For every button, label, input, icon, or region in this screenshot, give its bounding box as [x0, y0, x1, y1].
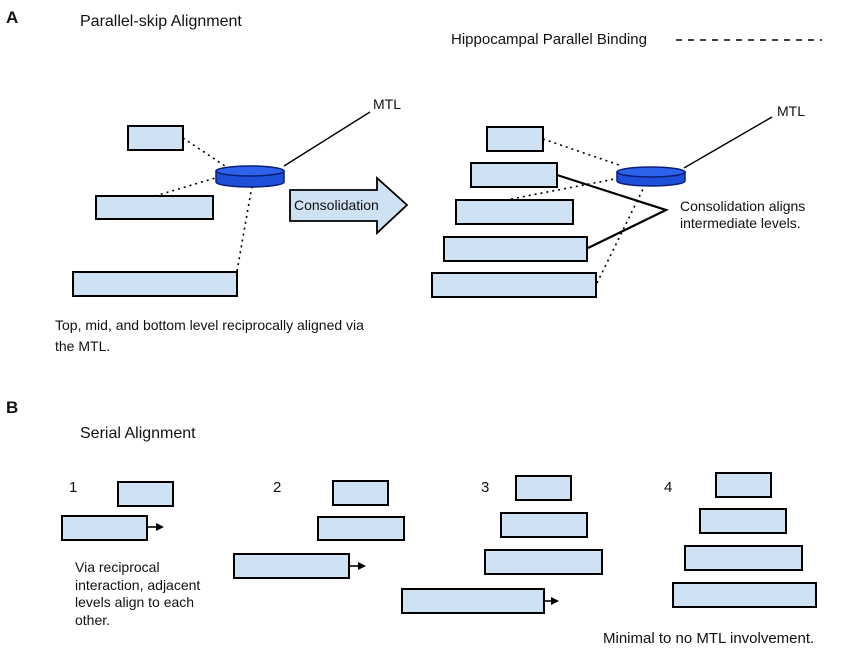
consolidation-bracket [556, 173, 669, 249]
binding-line-top [182, 137, 226, 167]
step2-bottom-block [233, 553, 350, 579]
level-4-block-consolidated [443, 236, 588, 262]
panel-a-caption-line2: the MTL. [55, 338, 111, 354]
binding-line-r3 [596, 184, 646, 284]
level-top-block [127, 125, 184, 151]
panel-a-left [154, 111, 371, 272]
panel-a-title: Parallel-skip Alignment [80, 13, 242, 30]
binding-line-mid [154, 175, 223, 197]
level-mid-block [95, 195, 214, 220]
panel-a-caption-line1: Top, mid, and bottom level reciprocally … [55, 317, 364, 333]
arrowhead-step1 [156, 523, 164, 531]
level-3-block-consolidated [455, 199, 574, 225]
step4-low-block [684, 545, 803, 571]
binding-line-bottom [236, 185, 253, 272]
mtl-label-right: MTL [777, 103, 805, 119]
step2-top-block [332, 480, 389, 506]
panel-a-right [510, 116, 773, 284]
arrowhead-step3 [551, 597, 559, 605]
level-5-block-consolidated [431, 272, 597, 298]
mtl-disk-left [215, 165, 285, 188]
consolidation-note-line1: Consolidation aligns [680, 198, 806, 214]
panel-a-letter: A [6, 8, 19, 27]
consolidation-note-line2: intermediate levels. [680, 215, 801, 231]
step4-mid-block [699, 508, 787, 534]
step4-top-block [715, 472, 772, 498]
binding-line-r1 [542, 138, 623, 167]
step-2-label: 2 [273, 479, 282, 496]
step3-low-block [484, 549, 603, 575]
serial-note-line3: levels align to each [75, 594, 195, 610]
step3-top-block [515, 475, 572, 501]
mtl-disk-right [616, 166, 686, 187]
step1-bottom-block [61, 515, 148, 541]
mtl-pointer-line [283, 111, 371, 167]
step3-bottom-block [401, 588, 545, 614]
arrowhead-step2 [358, 562, 366, 570]
serial-note-line2: interaction, adjacent [75, 577, 201, 593]
consolidation-arrow-label: Consolidation [294, 197, 379, 213]
serial-note-line4: other. [75, 612, 111, 628]
serial-arrows [147, 523, 559, 605]
step-3-label: 3 [481, 479, 490, 496]
step3-mid-block [500, 512, 588, 538]
level-1-block-consolidated [486, 126, 544, 152]
panel-b-title: Serial Alignment [80, 425, 196, 442]
consolidation-arrow [289, 175, 409, 236]
step-4-label: 4 [664, 479, 673, 496]
step-1-label: 1 [69, 479, 78, 496]
step2-mid-block [317, 516, 405, 541]
panel-b-letter: B [6, 398, 19, 417]
level-bottom-block [72, 271, 238, 297]
step1-top-block [117, 481, 174, 507]
level-2-block-consolidated [470, 162, 558, 188]
step4-bottom-block [672, 582, 817, 608]
mtl-pointer-line-right [683, 116, 773, 169]
mtl-label-left: MTL [373, 96, 401, 112]
serial-note-line1: Via reciprocal [75, 559, 160, 575]
panel-b-footer: Minimal to no MTL involvement. [603, 630, 815, 647]
binding-line-r2 [510, 177, 621, 200]
legend-label: Hippocampal Parallel Binding [451, 31, 647, 48]
